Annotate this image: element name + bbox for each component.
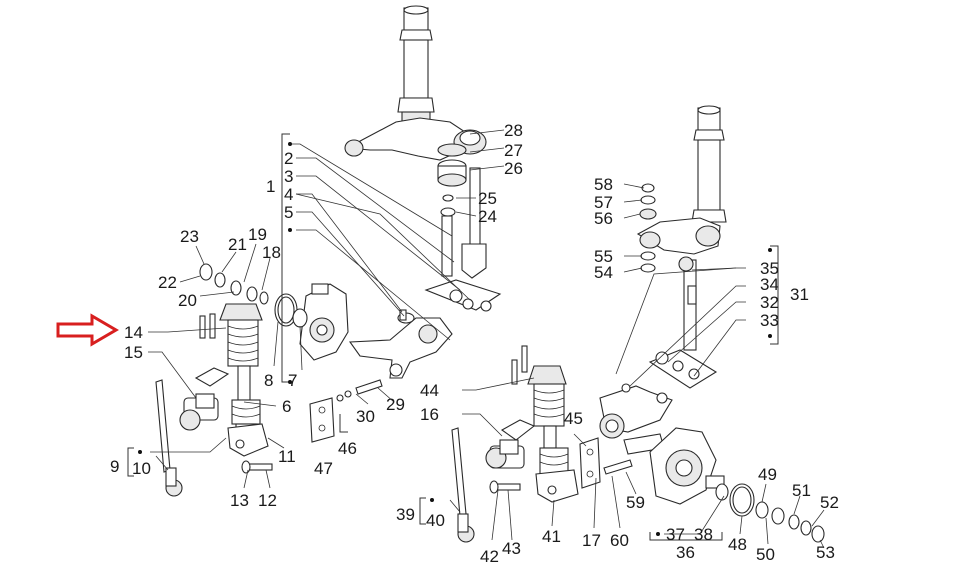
label-19: 19 (248, 225, 267, 244)
label-5: 5 (284, 203, 293, 222)
label-57: 57 (594, 193, 613, 212)
label-31: 31 (790, 285, 809, 304)
label-29: 29 (386, 395, 405, 414)
label-32: 32 (760, 293, 779, 312)
label-10: 10 (132, 459, 151, 478)
trailing-arm-right (599, 383, 725, 505)
label-1: 1 (266, 177, 275, 196)
brake-rod-left (155, 379, 183, 497)
seal-stack-right (715, 483, 825, 543)
label-14: 14 (124, 323, 143, 342)
label-4: 4 (284, 185, 293, 204)
label-20: 20 (178, 291, 197, 310)
label-55: 55 (594, 247, 613, 266)
label-8: 8 (264, 371, 273, 390)
brake-rod-right (451, 427, 475, 543)
steering-column-right (636, 105, 727, 389)
label-21: 21 (228, 235, 247, 254)
label-12: 12 (258, 491, 277, 510)
label-45: 45 (564, 409, 583, 428)
label-36: 36 (676, 543, 695, 562)
label-18: 18 (262, 243, 281, 262)
label-23: 23 (180, 227, 199, 246)
label-15: 15 (124, 343, 143, 362)
pointer-arrow-icon (56, 313, 119, 347)
label-49: 49 (758, 465, 777, 484)
label-11: 11 (278, 447, 296, 466)
label-50: 50 (756, 545, 775, 564)
label-60: 60 (610, 531, 629, 550)
label-41: 41 (542, 527, 561, 546)
leader-lines (148, 129, 825, 549)
label-37: 37 (666, 525, 685, 544)
label-39: 39 (396, 505, 415, 524)
part-labels: 1 2 3 4 5 6 7 8 9 10 11 12 13 14 15 16 1… (110, 121, 839, 566)
label-52: 52 (820, 493, 839, 512)
label-53: 53 (816, 543, 835, 562)
bolts-left (241, 379, 383, 474)
label-24: 24 (478, 207, 497, 226)
label-2: 2 (284, 149, 293, 168)
label-26: 26 (504, 159, 523, 178)
label-17: 17 (582, 531, 601, 550)
label-54: 54 (594, 263, 613, 282)
label-30: 30 (356, 407, 375, 426)
label-58: 58 (594, 175, 613, 194)
label-51: 51 (792, 481, 811, 500)
shock-absorber-right (485, 345, 579, 503)
trailing-arm-left (299, 283, 453, 379)
label-44: 44 (420, 381, 439, 400)
group-brackets (127, 133, 779, 541)
label-42: 42 (480, 547, 499, 566)
label-34: 34 (760, 275, 779, 294)
label-28: 28 (504, 121, 523, 140)
bolts-right (489, 437, 633, 494)
label-47: 47 (314, 459, 333, 478)
label-35: 35 (760, 259, 779, 278)
label-59: 59 (626, 493, 645, 512)
label-7: 7 (288, 371, 297, 390)
label-33: 33 (760, 311, 779, 330)
label-27: 27 (504, 141, 523, 160)
label-38: 38 (694, 525, 713, 544)
label-6: 6 (282, 397, 291, 416)
shock-absorber-left (179, 303, 269, 457)
label-56: 56 (594, 209, 613, 228)
label-48: 48 (728, 535, 747, 554)
label-22: 22 (158, 273, 177, 292)
label-25: 25 (478, 189, 497, 208)
label-43: 43 (502, 539, 521, 558)
label-40: 40 (426, 511, 445, 530)
label-13: 13 (230, 491, 249, 510)
label-46: 46 (338, 439, 357, 458)
label-16: 16 (420, 405, 439, 424)
label-3: 3 (284, 167, 293, 186)
label-9: 9 (110, 457, 119, 476)
steering-column-left (344, 5, 502, 312)
